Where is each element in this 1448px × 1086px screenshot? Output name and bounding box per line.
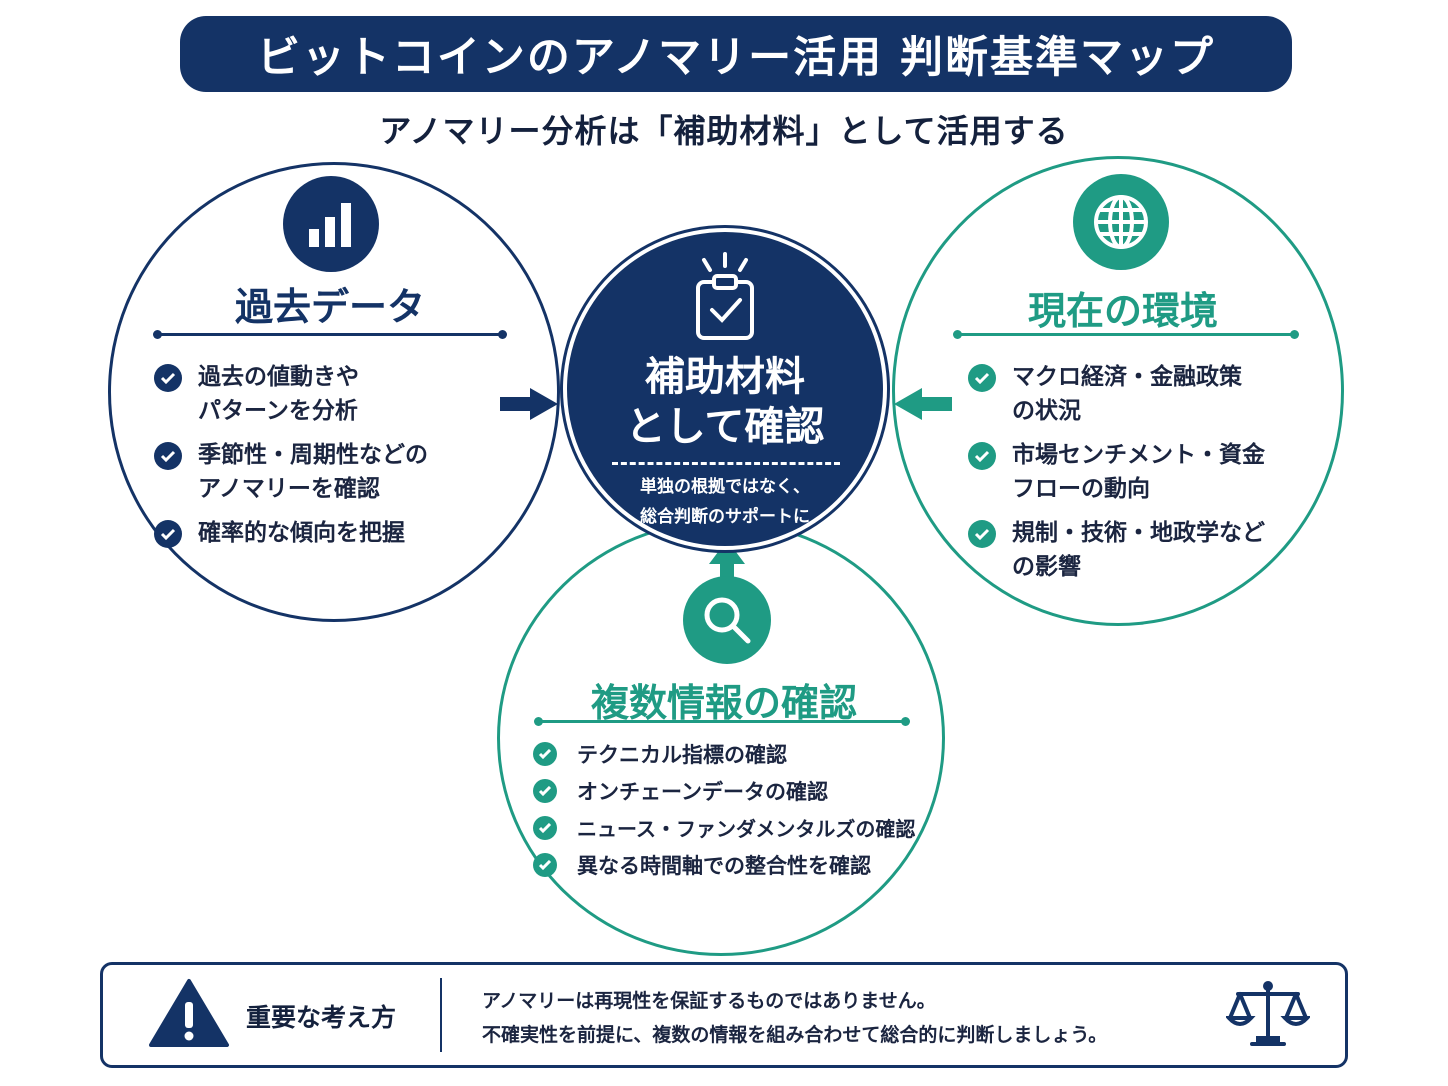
bar-chart-icon (283, 176, 379, 272)
list-item: 異なる時間軸での整合性を確認 (533, 849, 933, 883)
center-title: 補助材料 として確認 (563, 352, 887, 452)
check-icon (533, 779, 557, 803)
important-label: 重要な考え方 (246, 1003, 397, 1032)
list-item: オンチェーンデータの確認 (533, 775, 933, 809)
globe-icon (1073, 174, 1169, 270)
list-item: テクニカル指標の確認 (533, 738, 933, 772)
past-data-heading: 過去データ (234, 285, 425, 329)
important-line1: アノマリーは再現性を保証するものではありません。 (482, 990, 936, 1012)
list-item: 確率的な傾向を把握 (154, 516, 514, 550)
check-icon (154, 520, 182, 548)
important-line2: 不確実性を前提に、複数の情報を組み合わせて総合的に判断しましょう。 (482, 1024, 1108, 1046)
check-icon (968, 364, 996, 392)
check-icon (533, 816, 557, 840)
warning-icon (149, 979, 229, 1047)
important-panel (100, 962, 1348, 1068)
list-item: ニュース・ファンダメンタルズの確認 (533, 812, 933, 846)
check-icon (154, 442, 182, 470)
multi-info-heading: 複数情報の確認 (590, 681, 857, 725)
past-data-rule (153, 330, 507, 339)
page-title: ビットコインのアノマリー活用 判断基準マップ (256, 33, 1216, 83)
arrow-left-icon (894, 388, 952, 420)
magnifier-icon (683, 576, 771, 664)
center-note: 単独の根拠ではなく、 総合判断のサポートに (563, 472, 887, 532)
title-banner: ビットコインのアノマリー活用 判断基準マップ (180, 16, 1292, 92)
panel-divider (440, 978, 442, 1052)
multi-info-list: テクニカル指標の確認 オンチェーンデータの確認 ニュース・ファンダメンタルズの確… (533, 738, 933, 883)
list-item: 季節性・周期性などの アノマリーを確認 (154, 438, 514, 506)
list-item: 市場センチメント・資金 フローの動向 (968, 438, 1328, 506)
center-note-line1: 単独の根拠ではなく、 (640, 477, 810, 497)
check-icon (533, 853, 557, 877)
check-icon (533, 742, 557, 766)
check-icon (154, 364, 182, 392)
important-text: アノマリーは再現性を保証するものではありません。 不確実性を前提に、複数の情報を… (482, 984, 1107, 1052)
center-title-line1: 補助材料 (645, 354, 805, 400)
center-title-line2: として確認 (625, 404, 825, 450)
dashed-divider (612, 462, 840, 465)
list-item: 過去の値動きや パターンを分析 (154, 360, 514, 428)
list-item: 規制・技術・地政学など の影響 (968, 516, 1328, 584)
check-icon (968, 442, 996, 470)
center-note-line2: 総合判断のサポートに (640, 507, 810, 527)
check-icon (968, 520, 996, 548)
current-env-rule (953, 330, 1299, 339)
past-data-list: 過去の値動きや パターンを分析 季節性・周期性などの アノマリーを確認 確率的な… (154, 360, 514, 550)
arrow-right-icon (500, 388, 558, 420)
subtitle: アノマリー分析は「補助材料」として活用する (379, 112, 1069, 150)
list-item: マクロ経済・金融政策 の状況 (968, 360, 1328, 428)
multi-info-rule (534, 717, 910, 726)
clipboard-check-icon (696, 252, 754, 340)
current-env-heading: 現在の環境 (1027, 289, 1218, 333)
current-env-list: マクロ経済・金融政策 の状況 市場センチメント・資金 フローの動向 規制・技術・… (968, 360, 1328, 584)
scales-icon (1226, 981, 1310, 1046)
